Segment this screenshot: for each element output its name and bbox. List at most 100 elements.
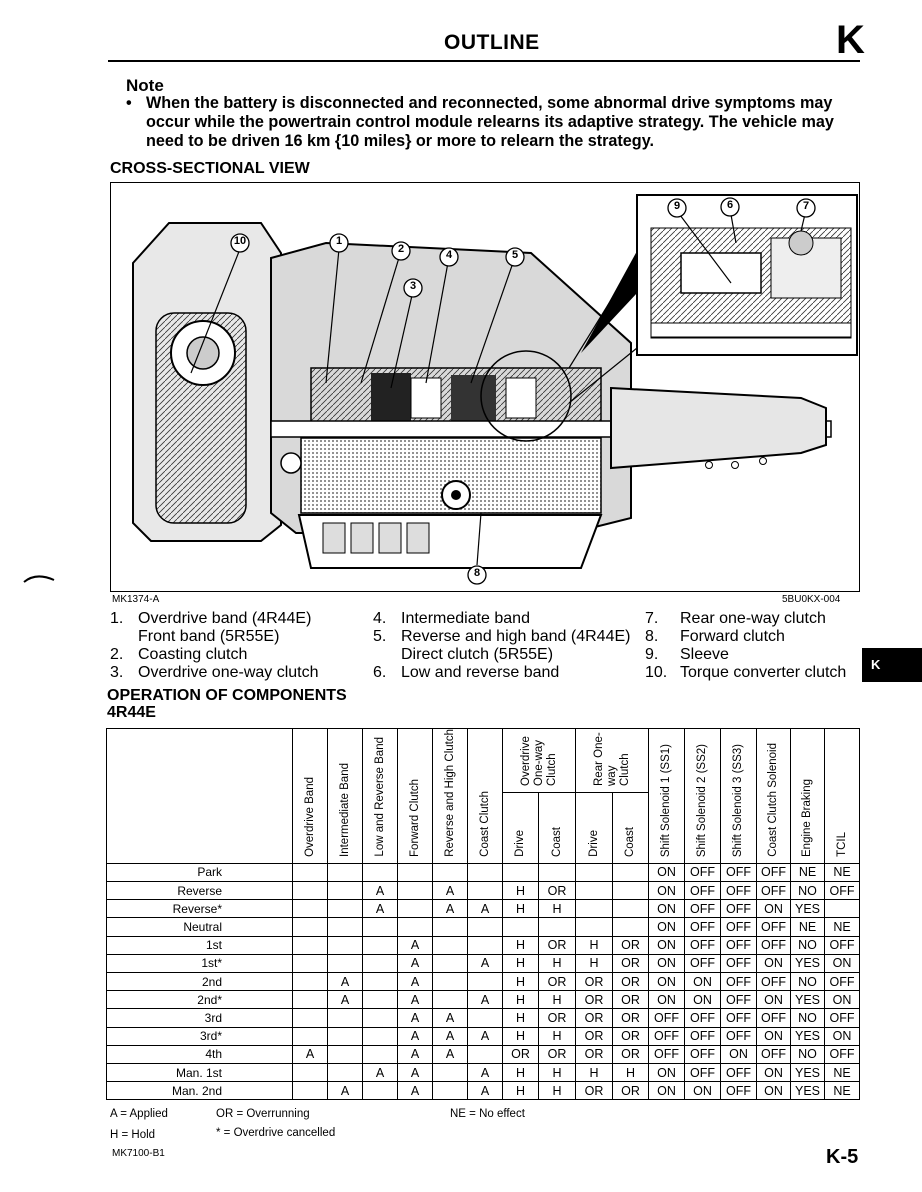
table-cell: OR [612,1008,649,1028]
table-cell: YES [790,899,825,919]
table-cell [432,935,468,955]
transmission-drawing [132,194,858,585]
table-cell: NE [824,862,860,883]
operation-title-line2: 4R44E [107,704,156,721]
callout-9: 9 [673,200,681,212]
legend-item: 8.Forward clutch [645,628,785,645]
table-cell: OR [575,971,613,992]
table-cell: A [397,971,433,992]
column-subheader-label: Drive [514,830,526,857]
table-cell [327,899,363,919]
table-cell: OR [612,1026,649,1046]
table-cell: A [397,990,433,1010]
table-cell [432,1081,468,1101]
table-cell [575,917,613,937]
table-cell: A [432,1008,468,1028]
table-cell: A [292,1044,328,1064]
table-cell [292,1081,328,1101]
callout-10: 10 [233,235,247,247]
table-cell: ON [648,1081,685,1101]
table-cell [467,1008,503,1028]
table-cell: YES [790,990,825,1010]
table-cell: ON [648,990,685,1010]
table-cell: OFF [756,862,791,883]
column-header-label: Coast Clutch [478,791,491,857]
row-label: 4th [106,1044,293,1064]
table-cell: OR [612,990,649,1010]
table-cell: OFF [756,1008,791,1028]
table-cell [292,1062,328,1083]
table-cell [467,881,503,901]
table-cell: H [502,935,539,955]
table-cell [292,971,328,992]
table-cell: OR [612,971,649,992]
table-cell: OFF [720,971,757,992]
callout-1: 1 [335,235,343,247]
table-cell: ON [648,953,685,973]
legend-applied: A = Applied [110,1108,168,1120]
legend-column-1: 1.Overdrive band (4R44E) Front band (5R5… [110,610,319,682]
table-cell: ON [648,1062,685,1083]
table-cell: OFF [756,971,791,992]
column-header: Low and Reverse Band [362,728,398,864]
table-cell [397,917,433,937]
table-cell [397,862,433,883]
table-cell: YES [790,1026,825,1046]
operation-title-line1: OPERATION OF COMPONENTS [107,687,347,704]
table-cell: OFF [720,881,757,901]
table-cell: OFF [756,935,791,955]
table-cell: OR [538,1008,576,1028]
table-cell [292,917,328,937]
table-cell [575,881,613,901]
table-cell: NO [790,1008,825,1028]
column-header-label: Low and Reverse Band [373,737,386,857]
table-cell [327,1008,363,1028]
table-cell: OFF [756,881,791,901]
group-header-label: Rear One-way Clutch [592,732,631,786]
table-cell: OFF [720,1081,757,1101]
table-cell: OFF [824,1008,860,1028]
table-cell [292,990,328,1010]
table-cell: H [502,990,539,1010]
table-cell: H [575,935,613,955]
table-cell: A [327,990,363,1010]
column-header: Coast Clutch [467,728,503,864]
cross-section-figure: 10 1 2 3 4 5 8 9 6 7 [110,182,860,592]
table-cell: OFF [684,1008,721,1028]
table-cell: ON [824,1026,860,1046]
row-label: Man. 1st [106,1062,293,1083]
legend-item: 3.Overdrive one-way clutch [110,664,319,681]
table-cell [362,1008,398,1028]
column-header-label: TCIL [835,831,848,857]
table-cell: OR [538,935,576,955]
table-cell [327,935,363,955]
table-cell: OFF [684,1026,721,1046]
row-label: Park [106,862,293,883]
table-cell [292,953,328,973]
legend-item: 2.Coasting clutch [110,646,248,663]
table-cell [467,917,503,937]
legend-overrunning: OR = Overrunning [216,1108,310,1120]
table-cell: OR [575,1081,613,1101]
table-cell: OFF [648,1026,685,1046]
note-title: Note [126,76,164,95]
table-cell: ON [684,971,721,992]
table-cell: OR [538,971,576,992]
table-cell: ON [824,953,860,973]
legend-item: 4.Intermediate band [373,610,530,627]
figure-code-right: 5BU0KX-004 [782,594,841,605]
table-cell: OFF [824,1044,860,1064]
column-subheader-label: Coast [624,826,636,857]
table-cell: ON [648,881,685,901]
table-cell: ON [720,1044,757,1064]
section-letter: K [836,18,865,62]
